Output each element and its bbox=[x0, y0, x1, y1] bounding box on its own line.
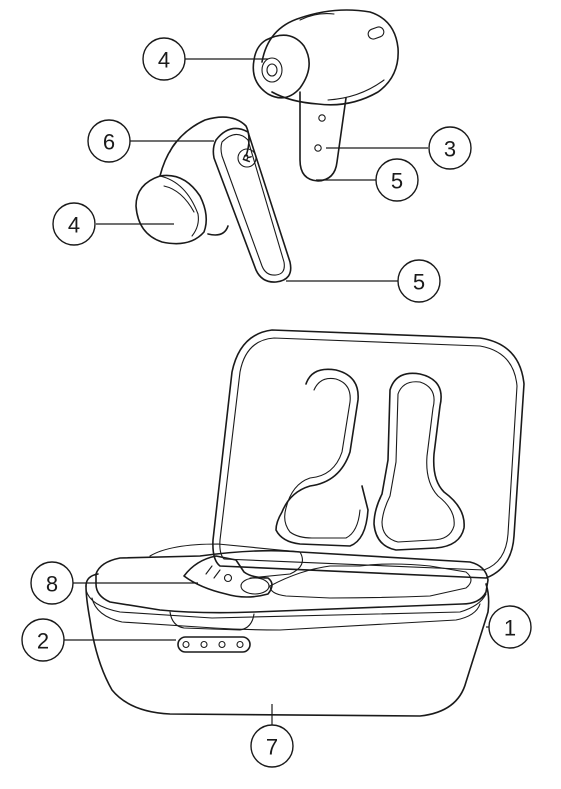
callout-6: 6 bbox=[87, 119, 131, 163]
right-earbud bbox=[252, 9, 399, 182]
callout-8: 8 bbox=[30, 561, 74, 605]
callout-5-top: 5 bbox=[375, 158, 419, 202]
brand-logo-letter: R bbox=[241, 153, 255, 165]
callout-label: 4 bbox=[68, 213, 80, 238]
callout-label: 4 bbox=[158, 48, 170, 73]
callout-7: 7 bbox=[250, 724, 294, 768]
lid-cavity-right bbox=[373, 372, 465, 551]
left-earbud: R bbox=[135, 116, 292, 283]
callout-label: 3 bbox=[444, 137, 456, 162]
callout-4-top: 4 bbox=[142, 37, 186, 81]
ear-tip-right bbox=[252, 34, 310, 99]
case-base-top bbox=[95, 549, 489, 614]
charging-case bbox=[85, 329, 525, 717]
callout-label: 8 bbox=[46, 572, 58, 597]
ear-tip-left bbox=[135, 174, 208, 245]
mic-hole bbox=[314, 144, 322, 152]
mic-hole bbox=[318, 114, 326, 122]
callout-label: 2 bbox=[37, 629, 49, 654]
callout-3: 3 bbox=[428, 126, 472, 170]
callout-2: 2 bbox=[21, 618, 65, 662]
lid-cavity-left bbox=[275, 368, 369, 547]
case-lid bbox=[212, 329, 525, 579]
leader-lines bbox=[64, 58, 492, 725]
callout-label: 6 bbox=[103, 130, 115, 155]
callout-4-left: 4 bbox=[52, 202, 96, 246]
callout-label: 5 bbox=[413, 270, 425, 295]
callout-label: 5 bbox=[391, 169, 403, 194]
earbud-slot bbox=[183, 555, 273, 598]
callout-label: 1 bbox=[504, 616, 516, 641]
callout-1: 1 bbox=[488, 605, 532, 649]
callout-label: 7 bbox=[266, 735, 278, 760]
callout-5-bottom: 5 bbox=[397, 259, 441, 303]
brand-logo-icon bbox=[237, 148, 257, 168]
sensor-slot bbox=[367, 26, 385, 40]
charging-pins bbox=[177, 636, 251, 653]
